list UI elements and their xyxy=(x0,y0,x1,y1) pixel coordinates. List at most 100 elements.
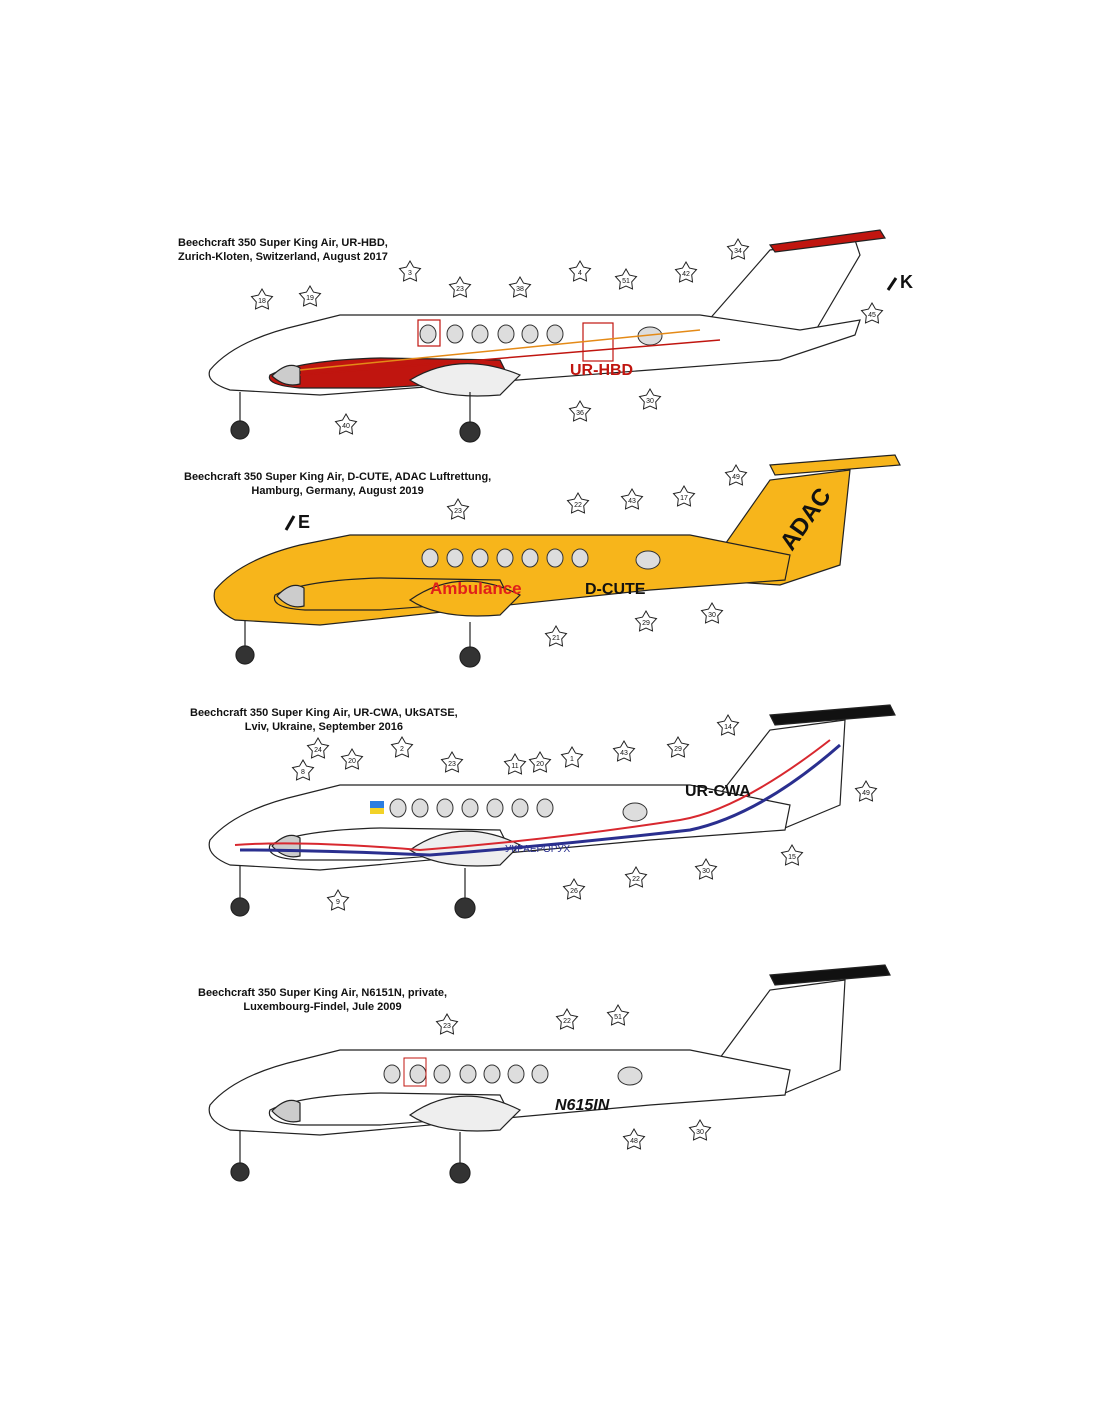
star-icon xyxy=(854,779,878,802)
callout-number: 23 xyxy=(443,1023,451,1030)
callout-number: 30 xyxy=(646,398,654,405)
callout-number: 49 xyxy=(862,790,870,797)
callout-marker: 4 xyxy=(568,259,592,282)
scheme-panel-d-cute: Beechcraft 350 Super King Air, D-CUTE, A… xyxy=(0,450,1100,680)
callout-number: 3 xyxy=(408,270,412,277)
callout-marker: 20 xyxy=(528,750,552,773)
star-icon xyxy=(555,1007,579,1030)
star-icon xyxy=(298,284,322,307)
callout-number: 29 xyxy=(642,620,650,627)
scheme-caption: Beechcraft 350 Super King Air, UR-CWA, U… xyxy=(190,706,458,734)
star-icon xyxy=(606,1003,630,1026)
callout-marker: 48 xyxy=(622,1127,646,1150)
callout-marker: 40 xyxy=(334,412,358,435)
callout-marker: 26 xyxy=(562,877,586,900)
star-icon xyxy=(334,412,358,435)
callout-marker: 49 xyxy=(854,779,878,802)
star-icon xyxy=(716,713,740,736)
callout-marker: 30 xyxy=(638,387,662,410)
star-icon xyxy=(666,735,690,758)
callout-marker: 14 xyxy=(716,713,740,736)
star-icon xyxy=(340,747,364,770)
star-icon xyxy=(503,752,527,775)
star-icon xyxy=(860,301,884,324)
callout-number: 14 xyxy=(724,724,732,731)
star-icon xyxy=(780,843,804,866)
star-icon xyxy=(700,601,724,624)
scheme-panel-ur-cwa: Beechcraft 350 Super King Air, UR-CWA, U… xyxy=(0,700,1100,930)
scheme-caption: Beechcraft 350 Super King Air, N6151N, p… xyxy=(198,986,447,1014)
star-icon xyxy=(638,387,662,410)
callout-number: 30 xyxy=(696,1129,704,1136)
callout-number: 22 xyxy=(632,876,640,883)
callout-marker: 34 xyxy=(726,237,750,260)
caption-line-1: Beechcraft 350 Super King Air, UR-HBD, xyxy=(178,237,388,249)
star-icon xyxy=(622,1127,646,1150)
callout-marker: 30 xyxy=(694,857,718,880)
callout-number: 23 xyxy=(456,286,464,293)
star-icon xyxy=(291,758,315,781)
callout-marker: 51 xyxy=(606,1003,630,1026)
callout-marker: 23 xyxy=(435,1012,459,1035)
registration-d-cute: D-CUTE xyxy=(585,581,646,598)
star-icon xyxy=(435,1012,459,1035)
callout-number: 43 xyxy=(628,498,636,505)
brush-icon xyxy=(886,277,898,291)
callout-marker: 36 xyxy=(568,399,592,422)
paint-marker-e: E xyxy=(298,512,310,532)
callout-number: 19 xyxy=(306,295,314,302)
callout-number: 21 xyxy=(552,635,560,642)
registration-n615in: N615IN xyxy=(555,1097,610,1114)
star-icon xyxy=(634,609,658,632)
callout-marker: 23 xyxy=(448,275,472,298)
callout-number: 34 xyxy=(734,248,742,255)
caption-line-1: Beechcraft 350 Super King Air, D-CUTE, A… xyxy=(184,471,492,483)
callout-marker: 1 xyxy=(560,745,584,768)
scheme-panel-ur-hbd: Beechcraft 350 Super King Air, UR-HBD, Z… xyxy=(0,220,1100,450)
callout-number: 48 xyxy=(630,1138,638,1145)
star-icon xyxy=(560,745,584,768)
caption-line-1: Beechcraft 350 Super King Air, UR-CWA, U… xyxy=(190,707,458,719)
callout-number: 1 xyxy=(570,756,574,763)
callout-number: 18 xyxy=(258,298,266,305)
callout-marker: 8 xyxy=(291,758,315,781)
caption-line-2: Lviv, Ukraine, September 2016 xyxy=(244,721,403,733)
callout-number: 49 xyxy=(732,474,740,481)
star-icon xyxy=(326,888,350,911)
callout-number: 4 xyxy=(578,270,582,277)
callout-marker: 22 xyxy=(555,1007,579,1030)
star-icon xyxy=(566,491,590,514)
star-icon xyxy=(508,275,532,298)
scheme-caption: Beechcraft 350 Super King Air, UR-HBD, Z… xyxy=(178,236,388,264)
callout-marker: 15 xyxy=(780,843,804,866)
star-icon xyxy=(724,463,748,486)
registration-ur-hbd: UR-HBD xyxy=(570,362,633,379)
callout-number: 51 xyxy=(622,278,630,285)
star-icon xyxy=(726,237,750,260)
callout-number: 8 xyxy=(301,769,305,776)
callout-marker: 21 xyxy=(544,624,568,647)
star-icon xyxy=(688,1118,712,1141)
aircraft-profile-n615in: N615IN 23 22 51 48 30 xyxy=(208,964,891,1184)
star-icon xyxy=(306,736,330,759)
callout-marker: 22 xyxy=(566,491,590,514)
callout-marker: 17 xyxy=(672,484,696,507)
star-icon xyxy=(390,735,414,758)
callout-number: 36 xyxy=(576,410,584,417)
caption-line-2: Luxembourg-Findel, Jule 2009 xyxy=(243,1001,402,1013)
callout-number: 22 xyxy=(574,502,582,509)
caption-line-2: Hamburg, Germany, August 2019 xyxy=(251,485,424,497)
paint-marker-k: K xyxy=(900,272,913,292)
callout-number: 51 xyxy=(614,1014,622,1021)
star-icon xyxy=(440,750,464,773)
callout-number: 22 xyxy=(563,1018,571,1025)
callout-marker: 9 xyxy=(326,888,350,911)
callout-marker: 20 xyxy=(340,747,364,770)
side-text-ukraeroruh: УКРАЕРОРУХ xyxy=(505,844,571,855)
callout-marker: 43 xyxy=(612,739,636,762)
star-icon xyxy=(544,624,568,647)
callout-marker: 49 xyxy=(724,463,748,486)
caption-line-1: Beechcraft 350 Super King Air, N6151N, p… xyxy=(198,987,448,999)
